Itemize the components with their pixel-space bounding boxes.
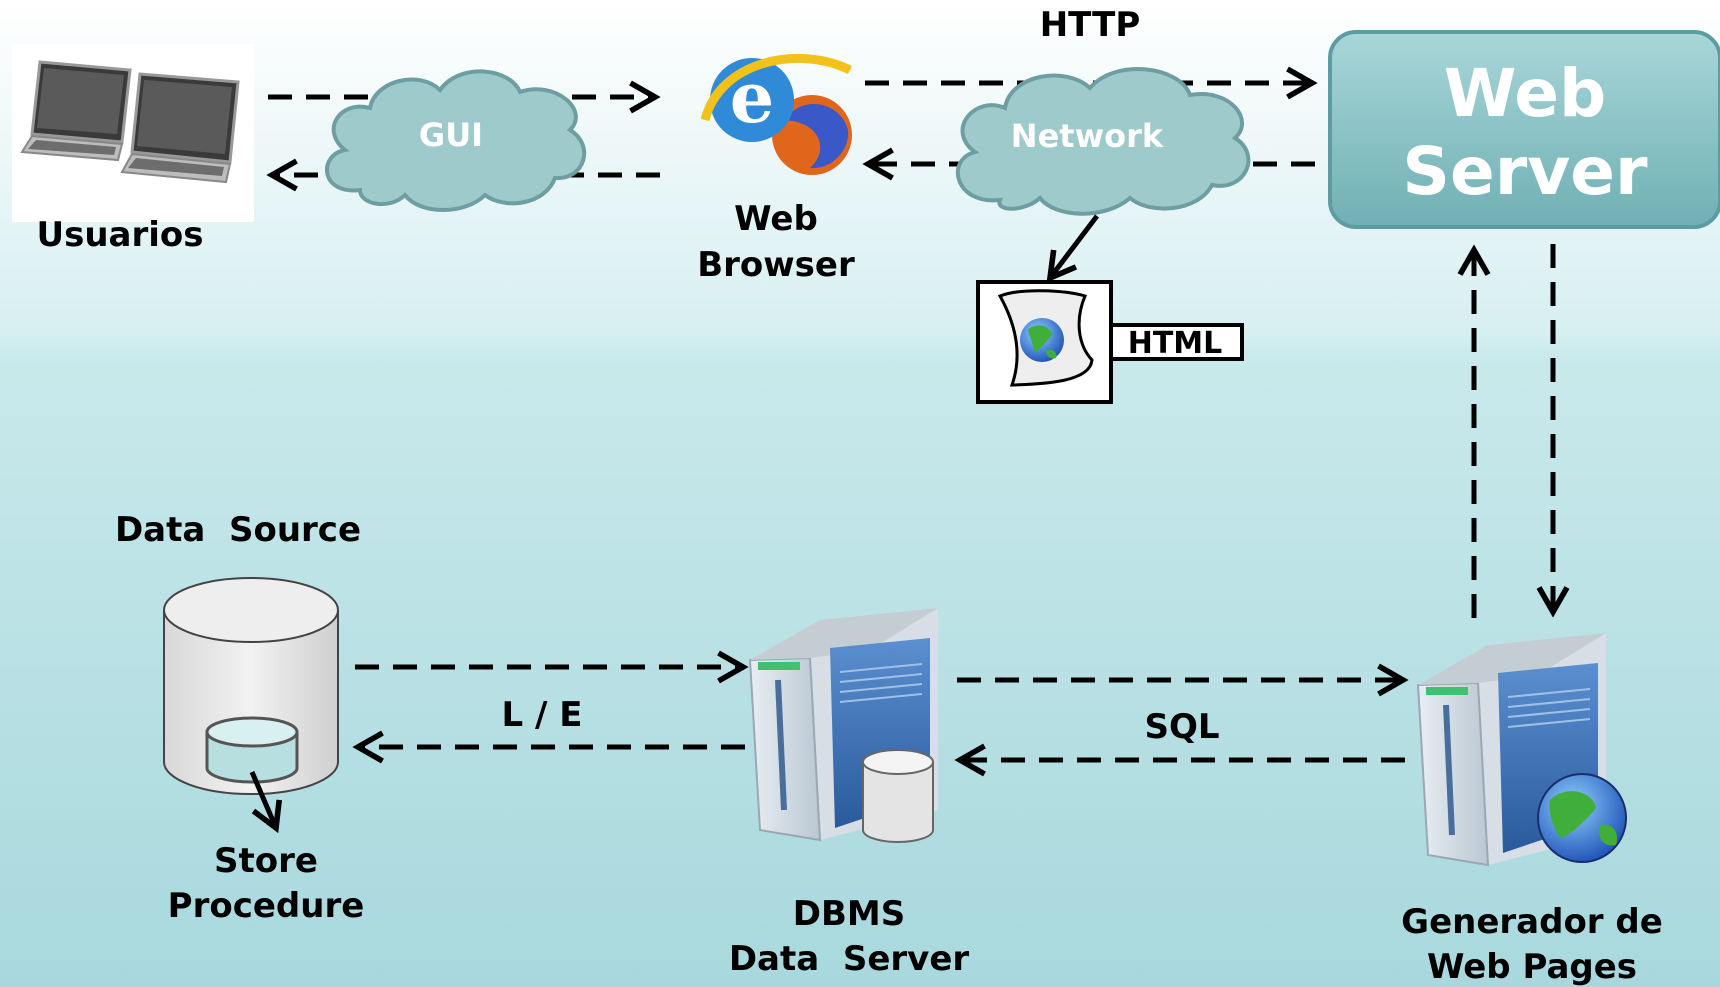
store-procedure-label-2: Procedure [168, 886, 365, 926]
le-label: L / E [502, 695, 583, 735]
network-cloud-icon [955, 67, 1251, 216]
usuarios-label: Usuarios [36, 215, 203, 255]
globe-icon [1537, 773, 1627, 863]
data-source-label: Data Source [115, 510, 361, 550]
generador-label-1: Generador de [1401, 902, 1663, 942]
gui-label: GUI [419, 116, 483, 154]
arrow-to-store-procedure [249, 771, 282, 834]
laptop-icon [12, 44, 254, 222]
dbms-label-1: DBMS [793, 894, 905, 934]
server-icon [748, 608, 938, 843]
dbms-label-2: Data Server [729, 939, 970, 979]
html-document-icon [976, 280, 1113, 404]
network-label: Network [1011, 117, 1164, 155]
store-procedure-label-1: Store [214, 841, 318, 881]
web-browser-label-1: Web [734, 199, 818, 239]
web-server-label-1: Web [1444, 55, 1606, 132]
web-browser-label-2: Browser [697, 245, 855, 285]
browser-logos-icon: e [700, 54, 853, 175]
sql-label: SQL [1144, 707, 1219, 747]
generador-label-2: Web Pages [1427, 947, 1637, 987]
web-server-label-2: Server [1402, 133, 1648, 210]
html-tag-box [1109, 323, 1244, 361]
gui-cloud-icon [325, 69, 587, 212]
http-label: HTTP [1040, 5, 1141, 45]
html-label: HTML [1128, 326, 1223, 361]
arrow-network-to-html [1046, 214, 1099, 283]
web-server-box [1328, 30, 1720, 229]
database-icon [163, 577, 339, 795]
